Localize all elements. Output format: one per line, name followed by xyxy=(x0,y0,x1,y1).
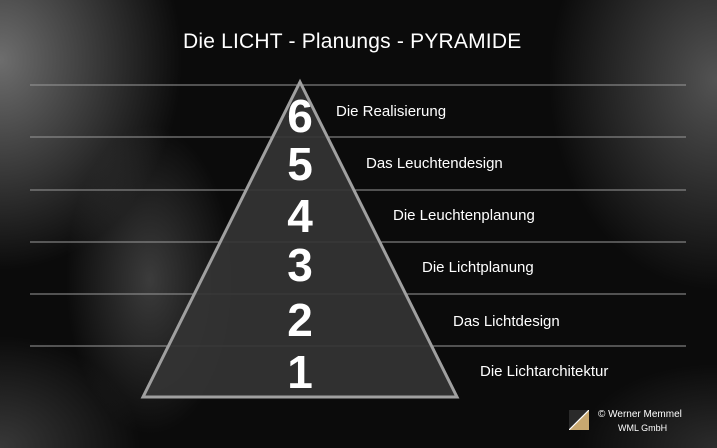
level-number-2: 2 xyxy=(287,294,313,346)
level-label-4: Die Leuchtenplanung xyxy=(393,207,535,224)
level-label-6: Die Realisierung xyxy=(336,103,447,120)
level-number-5: 5 xyxy=(287,138,313,190)
level-number-4: 4 xyxy=(287,190,313,242)
level-label-2: Das Lichtdesign xyxy=(453,313,560,330)
level-label-1: Die Lichtarchitektur xyxy=(480,363,609,380)
level-number-1: 1 xyxy=(287,346,313,398)
copyright-owner: © Werner Memmel xyxy=(598,409,682,420)
level-label-3: Die Lichtplanung xyxy=(422,259,534,276)
wml-logo-icon xyxy=(569,410,589,430)
page-title: Die LICHT - Planungs - PYRAMIDE xyxy=(183,30,522,53)
copyright-company: WML GmbH xyxy=(618,423,668,433)
level-number-3: 3 xyxy=(287,239,313,291)
level-number-6: 6 xyxy=(287,90,313,142)
level-label-5: Das Leuchtendesign xyxy=(366,155,503,172)
pyramid-shape xyxy=(140,78,460,399)
